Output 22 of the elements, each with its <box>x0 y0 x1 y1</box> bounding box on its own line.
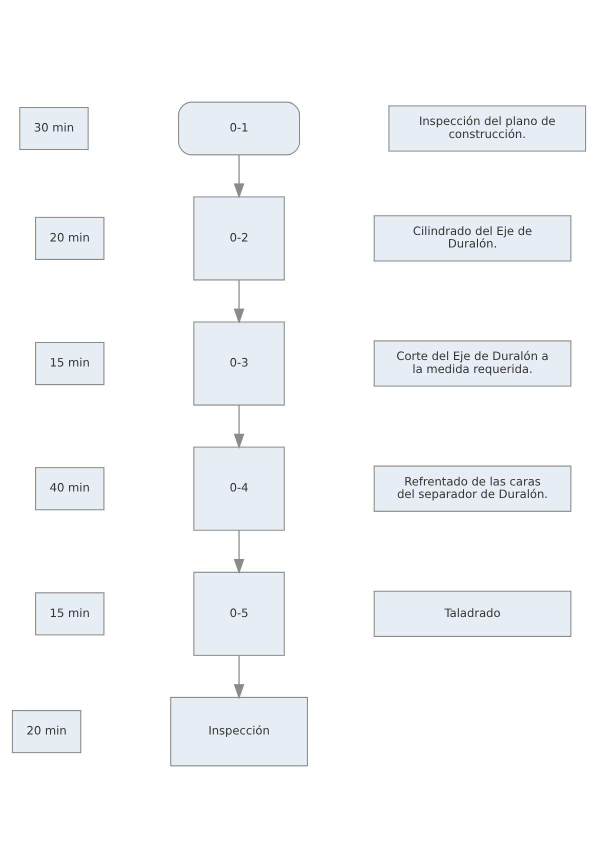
arrow <box>234 530 244 574</box>
node-box: 0-2 <box>193 196 285 280</box>
node-box: 0-1 <box>178 101 300 155</box>
node-box: 30 min <box>19 106 89 150</box>
node-box: Inspección del plano de construcción. <box>388 104 586 152</box>
arrow <box>234 655 244 699</box>
node-box: 0-5 <box>193 571 285 656</box>
node-box: 20 min <box>12 710 82 753</box>
arrow <box>234 280 244 324</box>
node-box: 15 min <box>35 592 104 635</box>
node-box: 40 min <box>35 466 104 510</box>
node-box: 0-3 <box>193 320 285 406</box>
node-box: Taladrado <box>374 590 572 636</box>
arrow <box>234 154 244 198</box>
node-box: 15 min <box>35 341 104 385</box>
arrow <box>234 404 244 448</box>
node-box: 0-4 <box>193 446 285 530</box>
node-box: Cilindrado del Eje de Duralón. <box>374 214 572 262</box>
node-box: 20 min <box>35 216 104 260</box>
node-box: Corte del Eje de Duralón a la medida requerida. <box>374 340 572 386</box>
node-box: Refrentado de las caras del separador de Duralón. <box>374 465 572 512</box>
node-box: Inspección <box>170 696 308 766</box>
